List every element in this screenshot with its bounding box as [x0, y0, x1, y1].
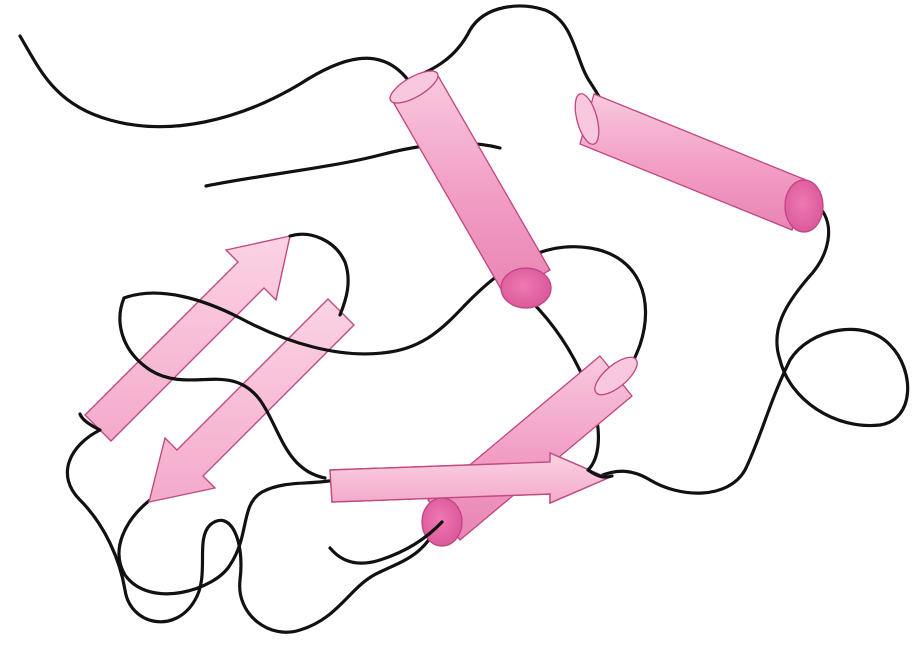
helix-1-end-cap [501, 268, 551, 308]
helix-2-end-cap [785, 180, 823, 232]
